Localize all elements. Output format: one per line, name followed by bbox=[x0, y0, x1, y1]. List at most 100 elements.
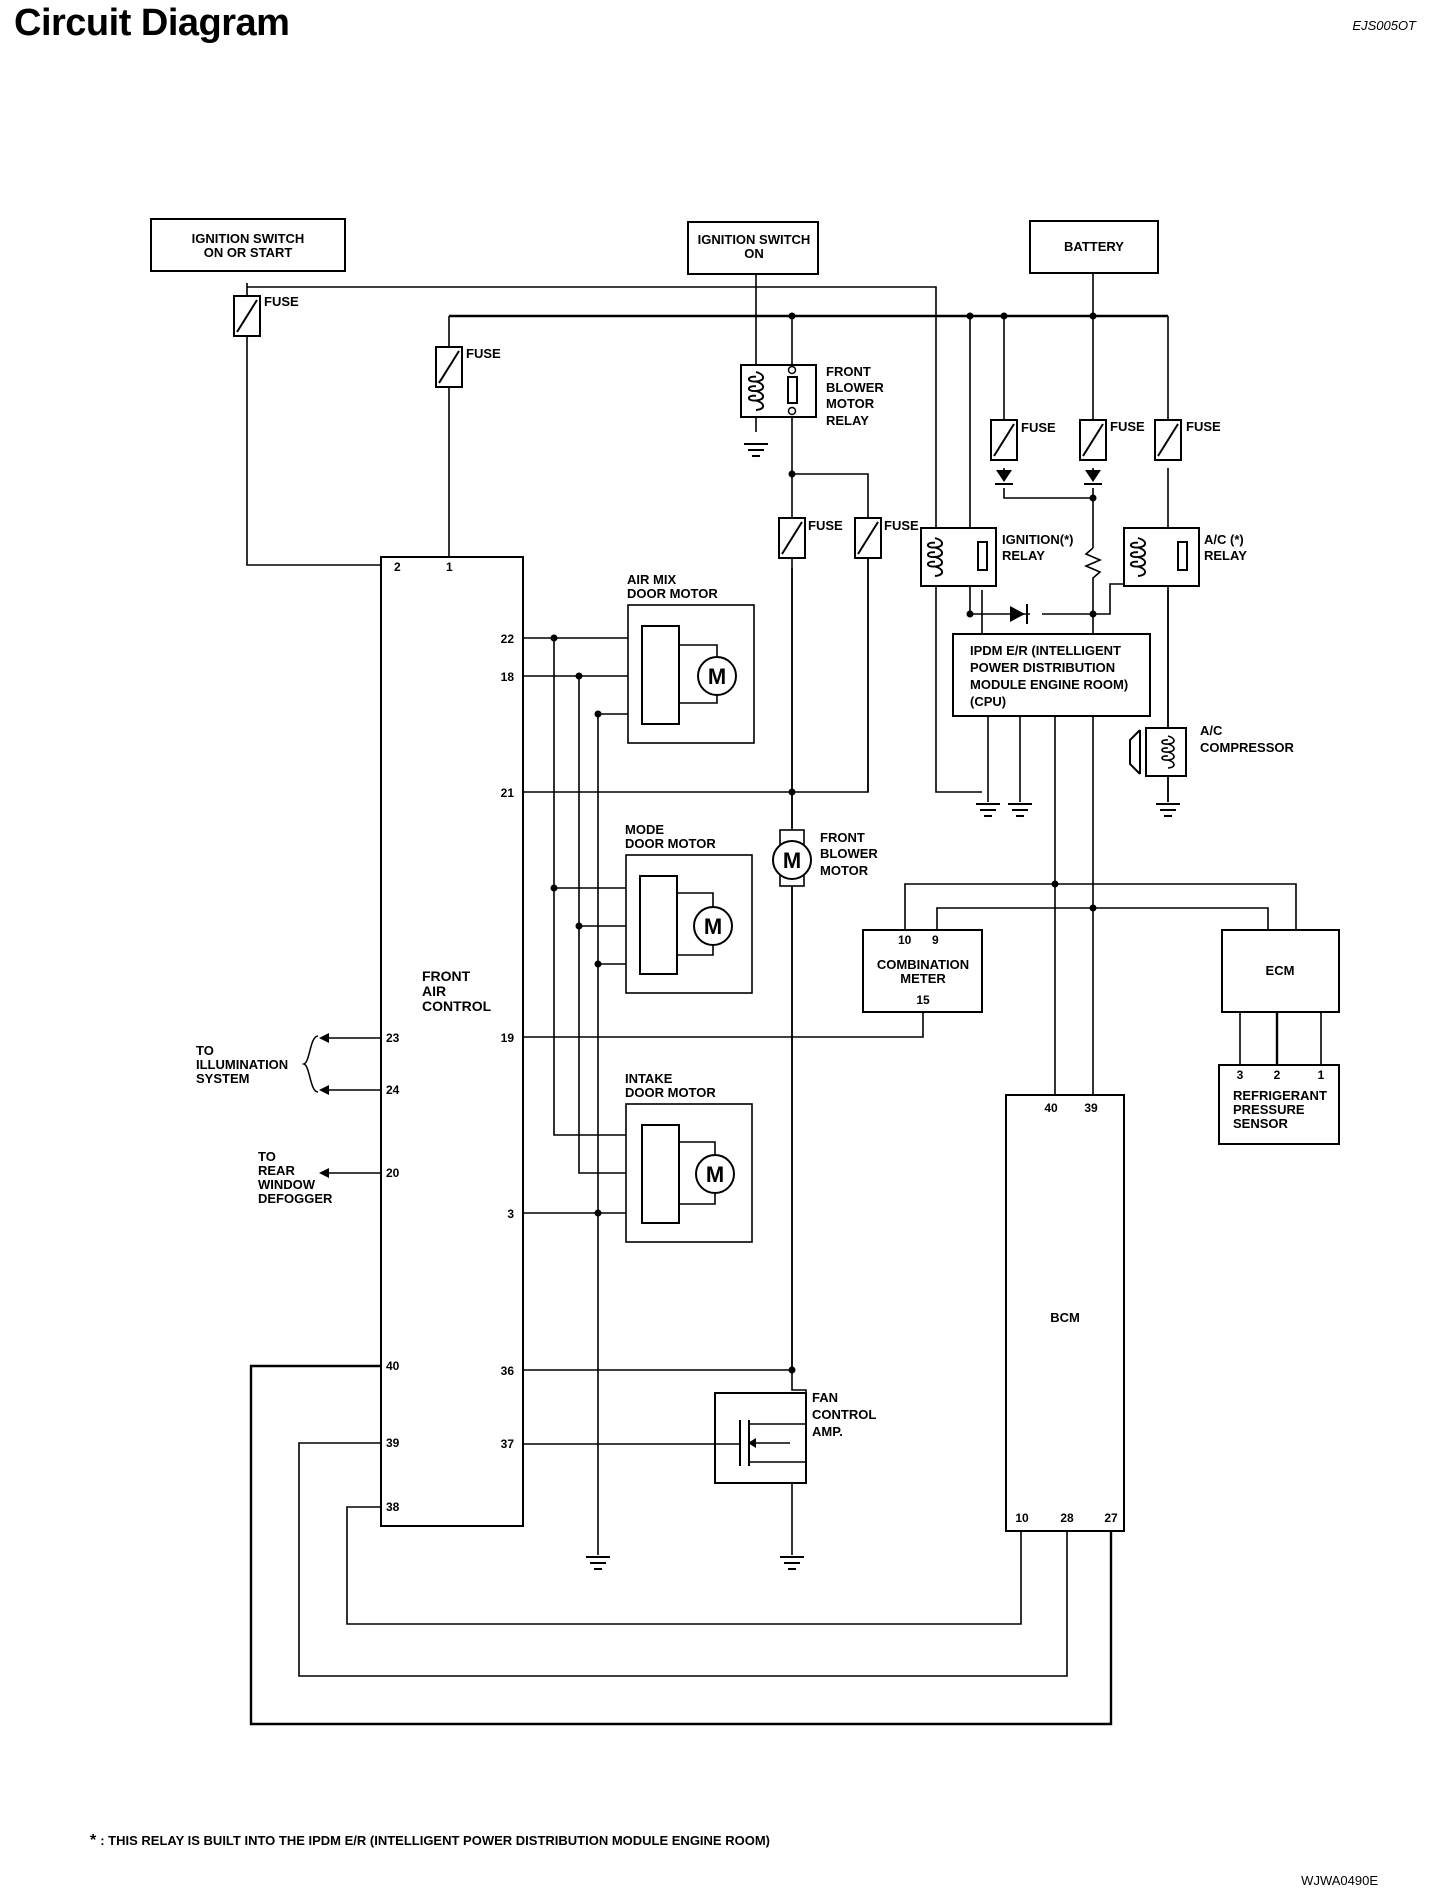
air-mix-door-motor: AIR MIX DOOR MOTOR M bbox=[627, 572, 755, 744]
ipdm-line3: MODULE ENGINE ROOM) bbox=[970, 677, 1128, 692]
bcm-pin: 40 bbox=[1044, 1101, 1058, 1115]
fuse-label: FUSE bbox=[808, 518, 843, 533]
ignition-relay-line1: IGNITION(*) bbox=[1002, 532, 1074, 547]
illum-line1: TO bbox=[196, 1043, 214, 1058]
fuse-icon bbox=[778, 517, 806, 559]
fuse-label: FUSE bbox=[264, 294, 299, 309]
front-blower-motor: M FRONT BLOWER MOTOR bbox=[772, 829, 878, 887]
intake-line1: INTAKE bbox=[625, 1071, 673, 1086]
mode-line1: MODE bbox=[625, 822, 664, 837]
fac-pin: 2 bbox=[394, 560, 401, 574]
sensor-pin: 3 bbox=[1237, 1068, 1244, 1082]
ground-icon bbox=[779, 1556, 805, 1570]
document-code: EJS005OT bbox=[1352, 18, 1416, 33]
fac-pin: 18 bbox=[501, 670, 515, 684]
footnote-text: : THIS RELAY IS BUILT INTO THE IPDM E/R … bbox=[100, 1833, 770, 1848]
blower-relay-line4: RELAY bbox=[826, 413, 869, 428]
fac-pin: 3 bbox=[507, 1207, 514, 1221]
fuse-label: FUSE bbox=[1110, 419, 1145, 434]
ground-icon bbox=[1155, 803, 1181, 817]
motor-symbol: M bbox=[783, 848, 801, 873]
ground-icon bbox=[585, 1556, 611, 1570]
ignition-relay: IGNITION(*) RELAY bbox=[920, 527, 1074, 587]
ac-relay-line2: RELAY bbox=[1204, 548, 1247, 563]
mode-line2: DOOR MOTOR bbox=[625, 836, 716, 851]
blower-motor-line2: BLOWER bbox=[820, 846, 878, 861]
resistor-icon bbox=[1083, 547, 1103, 580]
ac-compressor: A/C COMPRESSOR bbox=[1129, 723, 1295, 777]
ground-icon bbox=[975, 803, 1001, 817]
intake-door-motor: INTAKE DOOR MOTOR M bbox=[625, 1071, 753, 1243]
defog-line3: WINDOW bbox=[258, 1177, 316, 1192]
ground-icon bbox=[743, 443, 769, 457]
fan-amp-line3: AMP. bbox=[812, 1424, 843, 1439]
fuses: FUSE FUSE FUSE FUSE FUSE FUSE FUSE bbox=[233, 294, 1221, 559]
figure-code: WJWA0490E bbox=[1301, 1873, 1378, 1888]
motor-symbol: M bbox=[704, 914, 722, 939]
bcm-pin: 27 bbox=[1104, 1511, 1118, 1525]
motor-icon bbox=[693, 906, 733, 946]
fac-label-line3: CONTROL bbox=[422, 998, 492, 1014]
fac-pin: 39 bbox=[386, 1436, 400, 1450]
mode-door-motor: MODE DOOR MOTOR M bbox=[625, 822, 753, 994]
diodes bbox=[995, 470, 1102, 624]
compressor-line1: A/C bbox=[1200, 723, 1223, 738]
fuse-label: FUSE bbox=[1186, 419, 1221, 434]
front-air-control: FRONT AIR CONTROL 2 1 22 18 21 19 3 36 3… bbox=[380, 556, 524, 1527]
page-title: Circuit Diagram bbox=[14, 2, 290, 44]
fac-pin: 20 bbox=[386, 1166, 400, 1180]
to-rear-window-defogger: TO REAR WINDOW DEFOGGER bbox=[258, 1149, 333, 1206]
fuse-label: FUSE bbox=[1021, 420, 1056, 435]
ipdm-line2: POWER DISTRIBUTION bbox=[970, 660, 1115, 675]
footnote-star: * bbox=[90, 1832, 97, 1849]
clutch-icon bbox=[1129, 729, 1141, 775]
fac-label-line2: AIR bbox=[422, 983, 446, 999]
relay-footnote: *: THIS RELAY IS BUILT INTO THE IPDM E/R… bbox=[90, 1832, 770, 1850]
battery-label: BATTERY bbox=[1064, 239, 1124, 254]
illum-line2: ILLUMINATION bbox=[196, 1057, 288, 1072]
blower-motor-line1: FRONT bbox=[820, 830, 865, 845]
sensor-pin: 2 bbox=[1274, 1068, 1281, 1082]
ign-on-line2: ON bbox=[744, 246, 764, 261]
fan-control-amp: FAN CONTROL AMP. bbox=[714, 1390, 876, 1484]
motor-symbol: M bbox=[706, 1162, 724, 1187]
ign-on-line1: IGNITION SWITCH bbox=[698, 232, 811, 247]
fuse-icon bbox=[435, 346, 463, 388]
defog-line1: TO bbox=[258, 1149, 276, 1164]
diode-icon bbox=[1085, 470, 1101, 482]
meter-line1: COMBINATION bbox=[877, 957, 969, 972]
air-mix-line1: AIR MIX bbox=[627, 572, 676, 587]
fac-pin: 23 bbox=[386, 1031, 400, 1045]
sensor-line3: SENSOR bbox=[1233, 1116, 1289, 1131]
ecm: ECM bbox=[1221, 929, 1340, 1013]
defog-line4: DEFOGGER bbox=[258, 1191, 333, 1206]
fac-pin: 19 bbox=[501, 1031, 515, 1045]
ac-relay-line1: A/C (*) bbox=[1204, 532, 1244, 547]
ignition-switch-on-or-start: IGNITION SWITCH ON OR START bbox=[150, 218, 346, 272]
meter-pin: 15 bbox=[916, 993, 930, 1007]
bcm-pin: 10 bbox=[1015, 1511, 1029, 1525]
motor-symbol: M bbox=[708, 664, 726, 689]
motor-icon bbox=[695, 1154, 735, 1194]
fuse-label: FUSE bbox=[884, 518, 919, 533]
ecm-label: ECM bbox=[1266, 963, 1295, 978]
meter-pin: 10 bbox=[898, 933, 912, 947]
intake-line2: DOOR MOTOR bbox=[625, 1085, 716, 1100]
diode-icon bbox=[996, 470, 1012, 482]
compressor-line2: COMPRESSOR bbox=[1200, 740, 1295, 755]
bcm: 40 39 BCM 10 28 27 bbox=[1005, 1094, 1125, 1532]
fuse-icon bbox=[854, 517, 882, 559]
ground-icon bbox=[1007, 803, 1033, 817]
ipdm-line1: IPDM E/R (INTELLIGENT bbox=[970, 643, 1121, 658]
blower-relay-line2: BLOWER bbox=[826, 380, 884, 395]
fac-pin: 1 bbox=[446, 560, 453, 574]
air-mix-line2: DOOR MOTOR bbox=[627, 586, 718, 601]
bcm-pin: 28 bbox=[1060, 1511, 1074, 1525]
combination-meter: 10 9 COMBINATION METER 15 bbox=[862, 929, 983, 1013]
fan-amp-line1: FAN bbox=[812, 1390, 838, 1405]
fac-pin: 22 bbox=[501, 632, 515, 646]
meter-pin: 9 bbox=[932, 933, 939, 947]
fac-pin: 40 bbox=[386, 1359, 400, 1373]
